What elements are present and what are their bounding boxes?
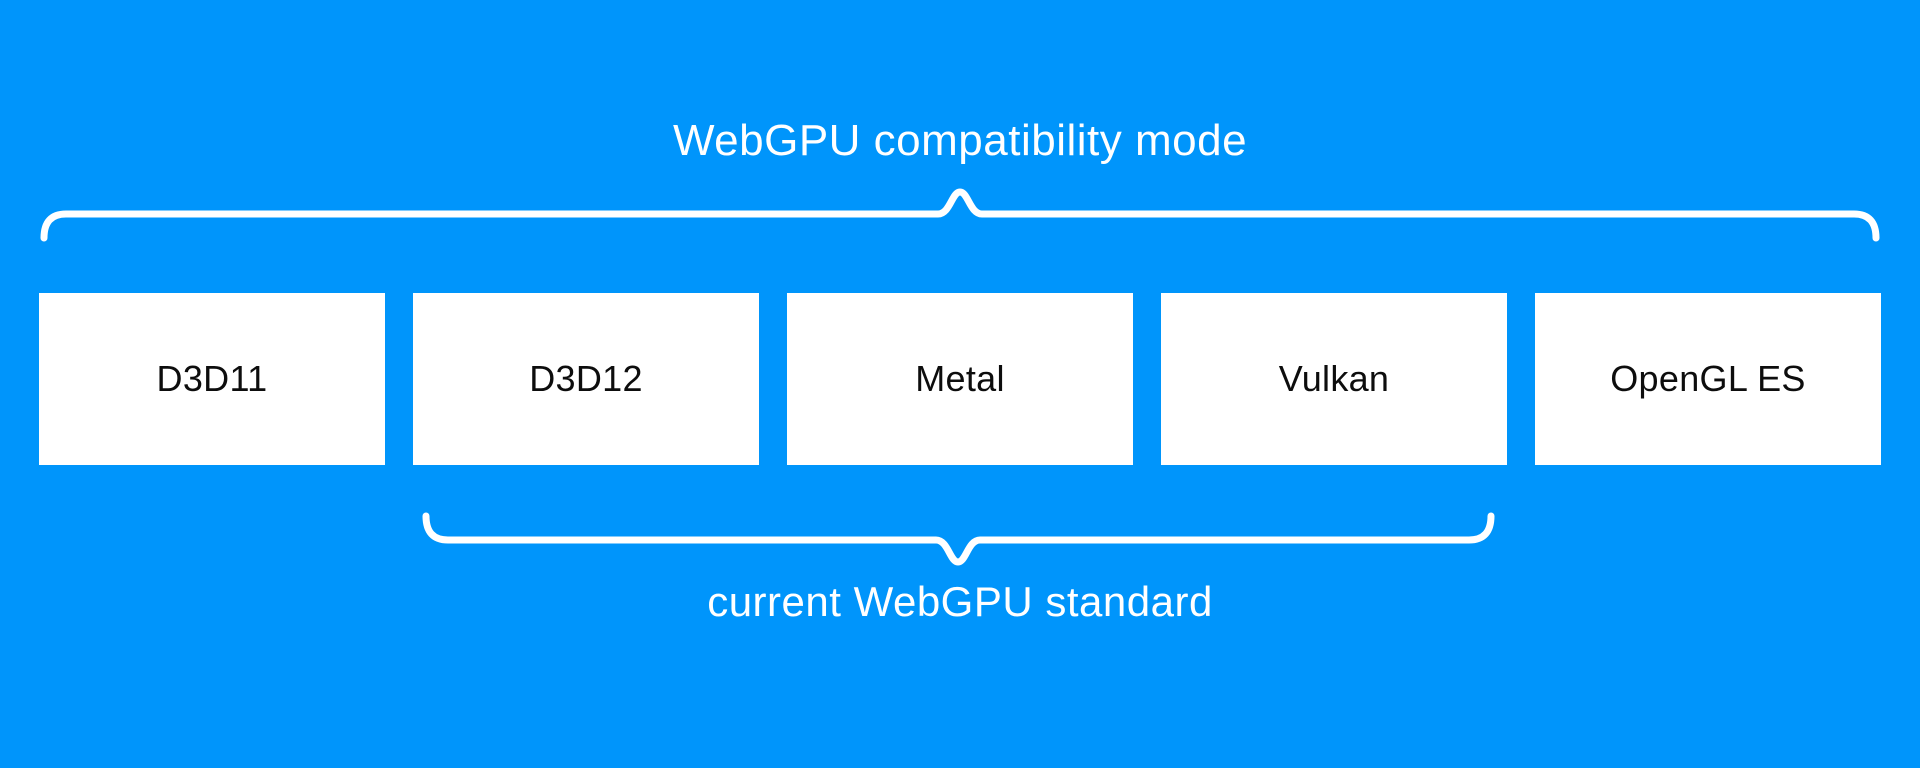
backend-box-opengl-es: OpenGL ES <box>1535 293 1881 465</box>
backend-box-d3d11: D3D11 <box>39 293 385 465</box>
compatibility-mode-title: WebGPU compatibility mode <box>672 116 1248 165</box>
backend-label: OpenGL ES <box>1610 358 1806 399</box>
current-standard-caption: current WebGPU standard <box>707 578 1213 625</box>
backend-box-metal: Metal <box>787 293 1133 465</box>
backend-box-vulkan: Vulkan <box>1161 293 1507 465</box>
bottom-brace <box>422 512 1495 566</box>
backend-label: Metal <box>915 358 1005 399</box>
top-brace <box>40 188 1880 242</box>
backend-label: D3D12 <box>529 358 643 399</box>
backend-boxes-row: D3D11 D3D12 Metal Vulkan OpenGL ES <box>39 293 1881 465</box>
backend-label: D3D11 <box>156 358 268 399</box>
backend-label: Vulkan <box>1278 358 1390 399</box>
backend-box-d3d12: D3D12 <box>413 293 759 465</box>
